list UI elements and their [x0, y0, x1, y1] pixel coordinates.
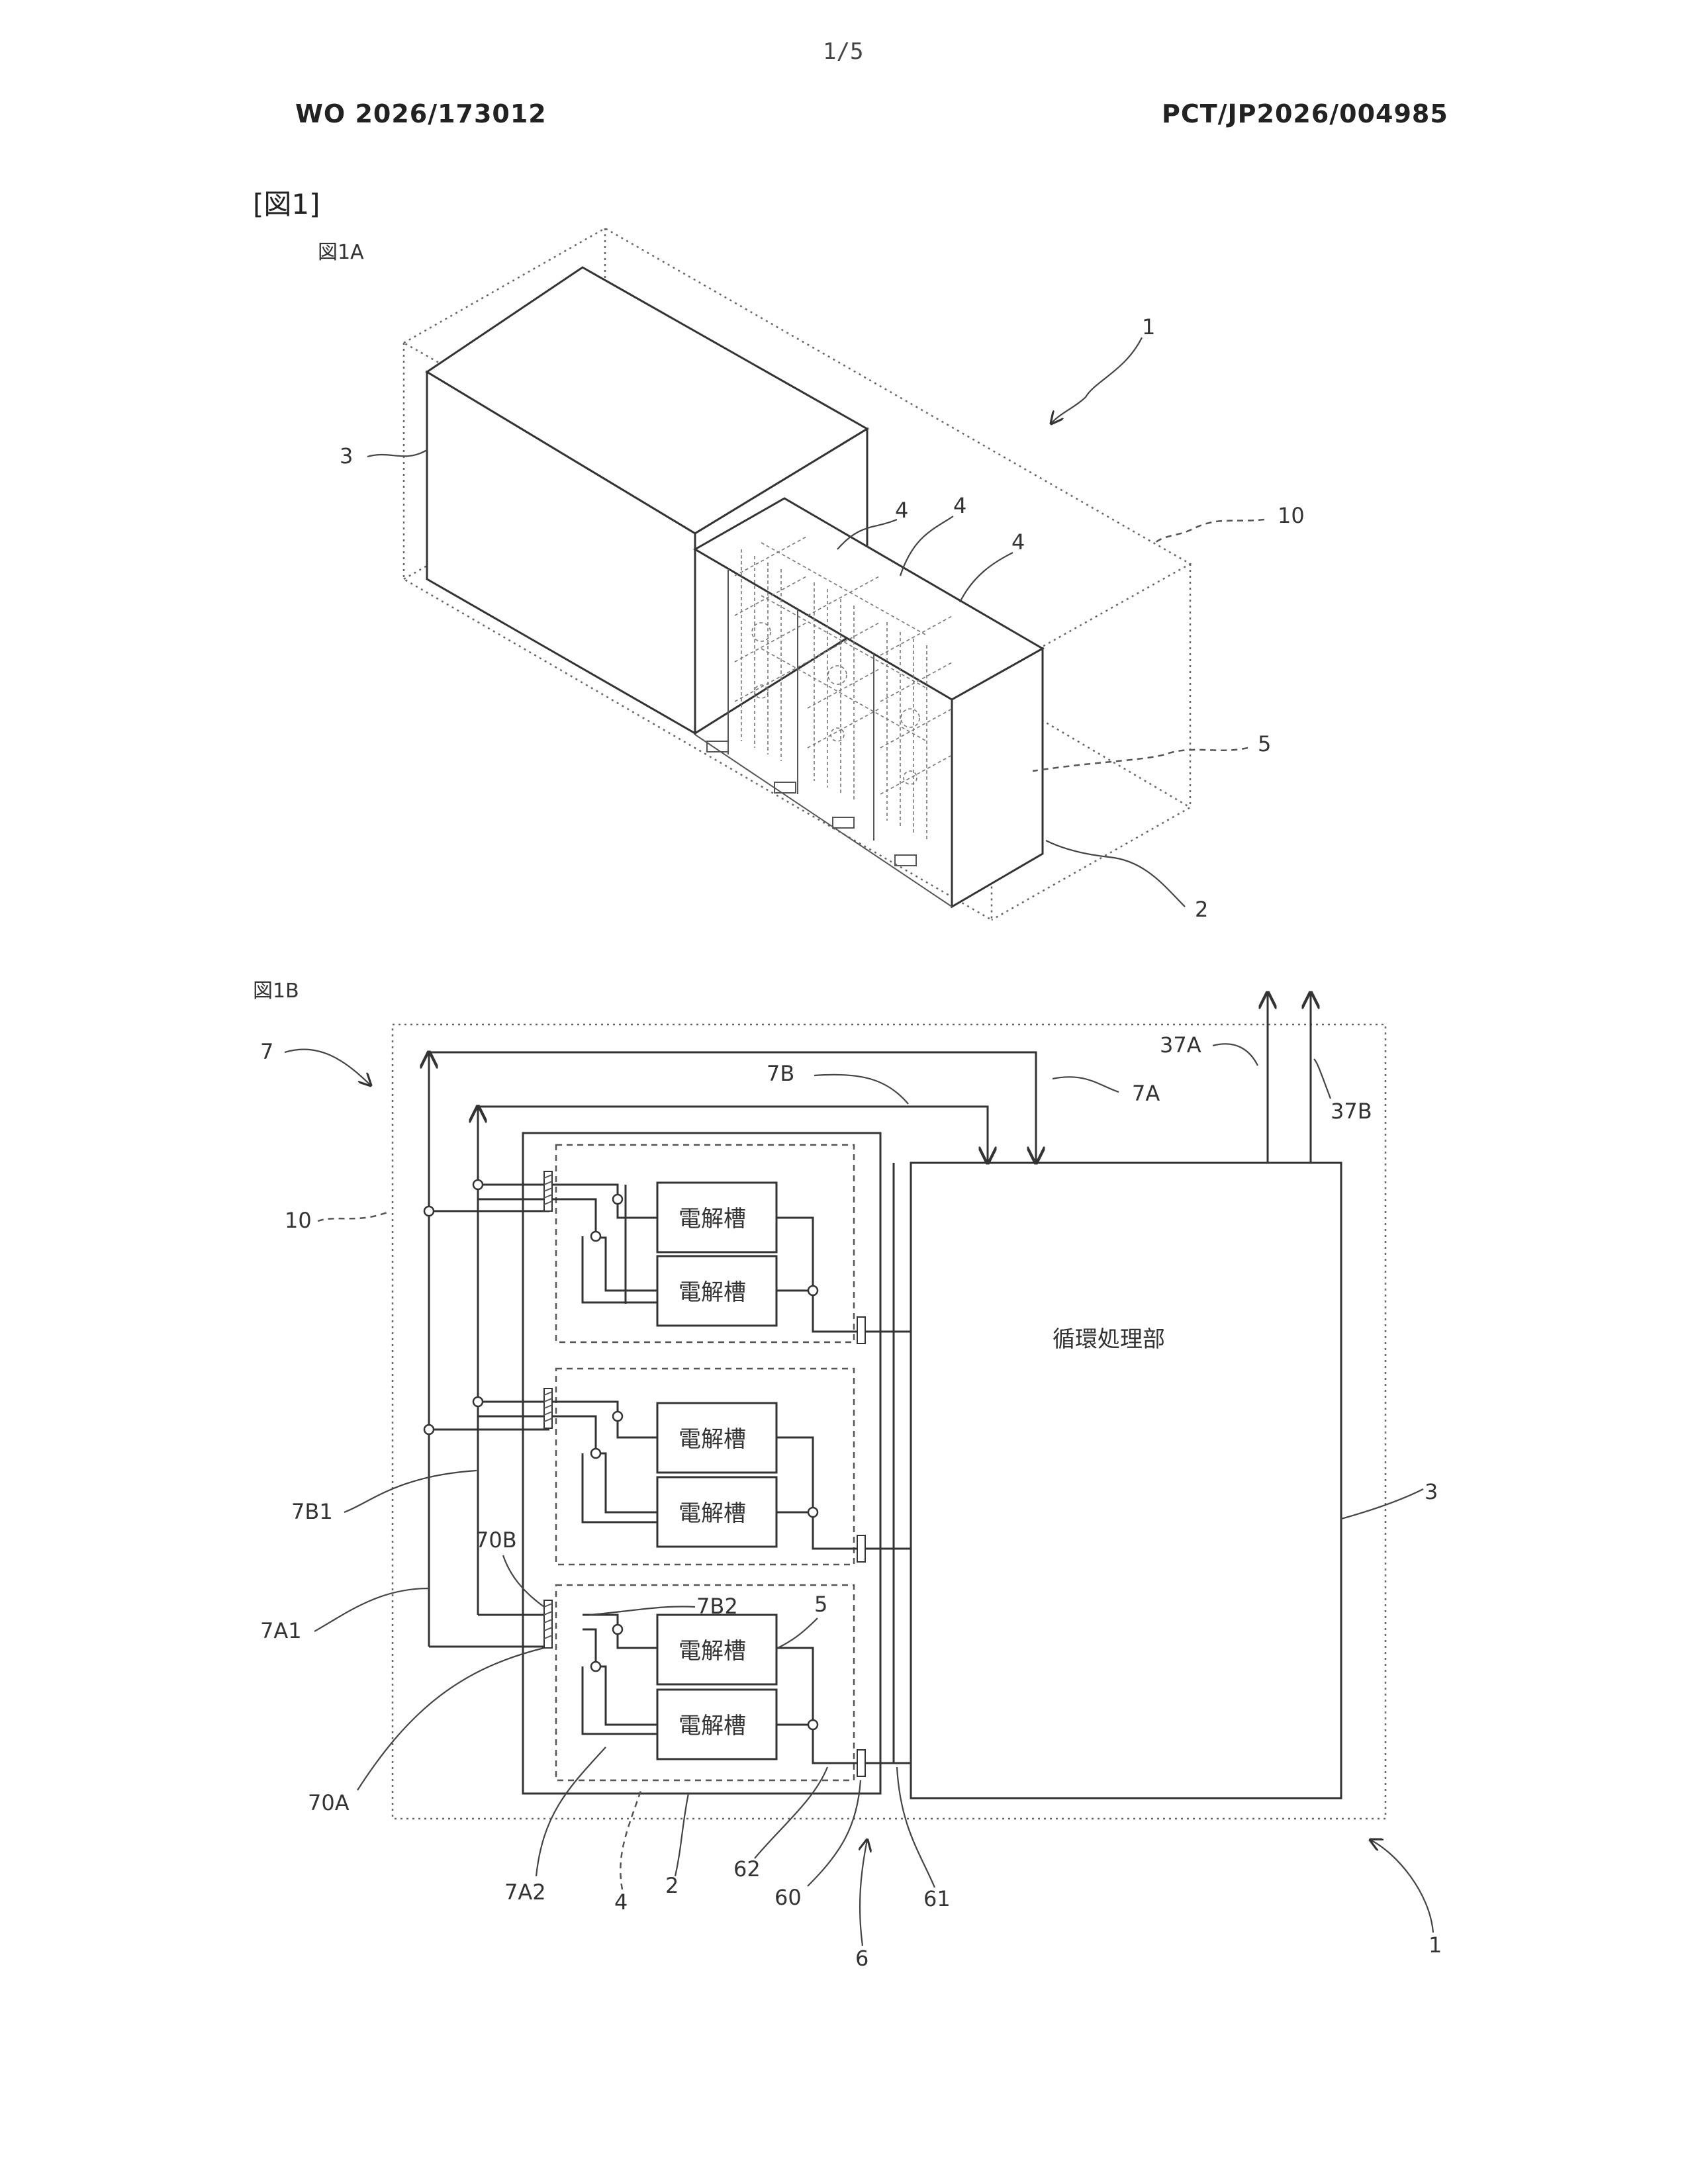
figure-1a-drawing: 1 3 4 4 4 10 5 2: [340, 228, 1305, 922]
ref-10: 10: [285, 1208, 312, 1233]
circulation-unit-box: [911, 1163, 1341, 1798]
cell-label-6: 電解槽: [679, 1713, 746, 1739]
ref-7B2: 7B2: [696, 1594, 738, 1619]
ref-37B: 37B: [1331, 1099, 1372, 1124]
ref-37A: 37A: [1160, 1032, 1201, 1058]
ref-10-container: 10: [1278, 503, 1305, 528]
figure-1b-references: 7 7B 7A 37A 37B 10 3 7B1 70B 7B2 5 7A1: [260, 1032, 1442, 1971]
ref-61: 61: [923, 1886, 951, 1911]
ref-60: 60: [774, 1885, 802, 1910]
electrolysis-cells: 電解槽 電解槽 電解槽 電解槽 電解槽 電解槽: [657, 1183, 776, 1759]
ref-62: 62: [733, 1856, 761, 1882]
gas-pipes: [424, 993, 1311, 1734]
ref-3-circulation-unit: 3: [340, 443, 353, 469]
ref-7A1: 7A1: [260, 1618, 302, 1643]
ref-4b-unit: 4: [953, 493, 966, 518]
ref-7A2: 7A2: [504, 1880, 546, 1905]
cell-label-5: 電解槽: [679, 1638, 746, 1664]
container-boundary: [393, 1024, 1385, 1819]
cell-label-4: 電解槽: [679, 1500, 746, 1527]
ref-70A: 70A: [308, 1790, 350, 1815]
ref-5: 5: [814, 1592, 827, 1617]
ref-1-device: 1: [1142, 314, 1155, 340]
ref-7A: 7A: [1132, 1081, 1160, 1106]
ref-4a-unit: 4: [895, 498, 908, 523]
ref-70B: 70B: [475, 1527, 517, 1553]
ref-7: 7: [260, 1039, 273, 1064]
ref-5-cell: 5: [1258, 731, 1271, 756]
figure-1b-drawing: 循環処理部 電解槽 電解槽 電解槽 電解槽 電解槽 電解槽: [260, 993, 1442, 1971]
ref-1: 1: [1429, 1933, 1442, 1958]
ref-6: 6: [855, 1946, 868, 1971]
ref-7B1: 7B1: [291, 1499, 333, 1524]
circulation-unit-text: 循環処理部: [1053, 1326, 1165, 1353]
circulation-unit-block: [427, 267, 867, 733]
cell-label-1: 電解槽: [679, 1206, 746, 1232]
ref-4: 4: [614, 1889, 628, 1915]
ref-2-frame: 2: [1195, 897, 1208, 922]
ref-4c-unit: 4: [1011, 529, 1025, 555]
ref-2: 2: [665, 1873, 679, 1898]
electrolyte-lines: [776, 1163, 911, 1776]
cell-label-3: 電解槽: [679, 1426, 746, 1453]
ref-7B: 7B: [767, 1061, 794, 1086]
ref-3: 3: [1425, 1479, 1438, 1504]
frame-housing: [695, 498, 1043, 907]
cell-label-2: 電解槽: [679, 1279, 746, 1306]
